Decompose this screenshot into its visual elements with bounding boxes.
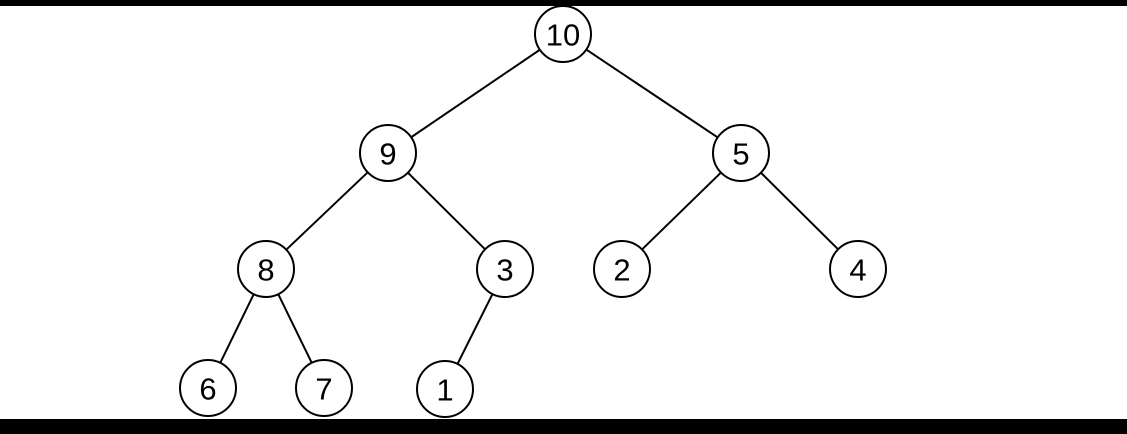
node-label-9: 9 [379,137,396,172]
node-layer: 10 9 5 8 3 2 4 6 7 1 [179,5,887,418]
node-label-5: 5 [732,137,749,172]
tree-node-5[interactable]: 5 [712,124,770,182]
node-circle-2 [593,240,651,298]
node-label-7: 7 [315,372,332,407]
tree-edge-3-1 [456,293,494,365]
letterbox-bar-top [0,0,1127,6]
tree-edge-9-3 [406,171,487,251]
edge-layer [219,48,840,365]
node-label-4: 4 [849,253,866,288]
tree-node-7[interactable]: 7 [295,359,353,417]
node-circle-6 [179,359,237,417]
node-circle-9 [359,124,417,182]
tree-edge-9-8 [285,171,369,251]
tree-node-10[interactable]: 10 [534,5,592,63]
node-label-1: 1 [436,373,453,408]
tree-edge-8-7 [277,293,313,364]
node-circle-5 [712,124,770,182]
tree-edge-5-2 [641,171,722,251]
tree-node-2[interactable]: 2 [593,240,651,298]
tree-edge-10-9 [410,48,541,139]
tree-node-1[interactable]: 1 [416,360,474,418]
node-circle-3 [476,240,534,298]
tree-node-8[interactable]: 8 [237,240,295,298]
tree-node-6[interactable]: 6 [179,359,237,417]
node-label-8: 8 [257,253,274,288]
node-circle-7 [295,359,353,417]
node-circle-4 [829,240,887,298]
tree-node-4[interactable]: 4 [829,240,887,298]
tree-node-9[interactable]: 9 [359,124,417,182]
node-label-3: 3 [496,253,513,288]
node-circle-1 [416,360,474,418]
node-label-10: 10 [546,18,580,53]
tree-node-3[interactable]: 3 [476,240,534,298]
node-circle-8 [237,240,295,298]
node-label-2: 2 [613,253,630,288]
tree-edge-5-4 [759,171,840,251]
node-label-6: 6 [199,372,216,407]
letterbox-bar-bottom [0,419,1127,434]
node-circle-10 [534,5,592,63]
tree-edge-8-6 [219,293,255,364]
tree-edge-10-5 [585,48,719,139]
